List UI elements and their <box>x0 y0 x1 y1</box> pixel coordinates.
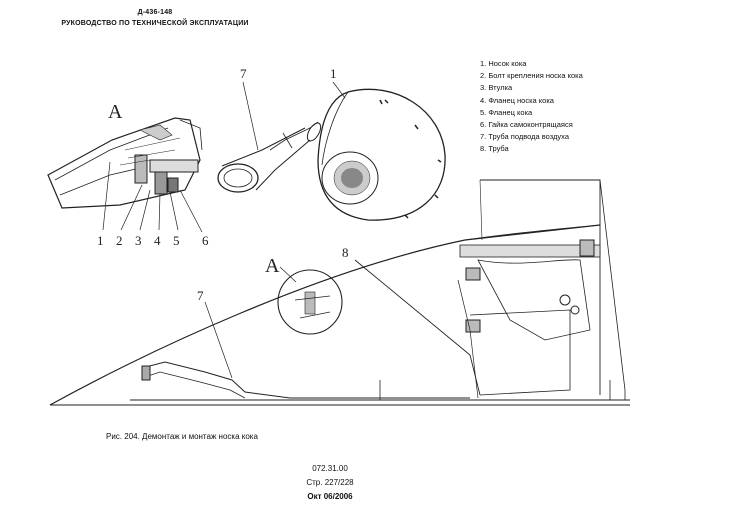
detail-number-4: 4 <box>154 233 161 248</box>
detail-view-a: A 1 2 3 4 5 6 <box>47 101 209 248</box>
document-code: Д-436-148 <box>137 9 173 16</box>
spinner-nose-part: 1 <box>317 66 446 221</box>
detail-number-1: 1 <box>97 233 104 248</box>
main-assembly-view: A 7 8 <box>49 179 630 406</box>
footer-date: Окт 06/2006 <box>307 492 353 501</box>
legend-item: 3. Втулка <box>480 83 513 93</box>
footer-code: 072.31.00 <box>312 464 348 473</box>
main-part-7-label: 7 <box>197 288 204 303</box>
detail-number-3: 3 <box>135 233 142 248</box>
part-1-label: 1 <box>330 66 337 81</box>
legend-item: 7. Труба подвода воздуха <box>480 132 570 142</box>
footer-page: Стр. 227/228 <box>306 478 354 487</box>
parts-legend: 1. Носок кока 2. Болт крепления носка ко… <box>480 58 583 156</box>
legend-item: 5. Фланец кока <box>480 107 533 117</box>
air-tube-part: 7 <box>217 66 322 193</box>
legend-item: 4. Фланец носка кока <box>480 95 554 105</box>
part-7-label: 7 <box>240 66 247 81</box>
detail-number-2: 2 <box>116 233 123 248</box>
legend-item: 1. Носок кока <box>480 59 527 68</box>
main-part-8-label: 8 <box>342 245 349 260</box>
document-title: РУКОВОДСТВО ПО ТЕХНИЧЕСКОЙ ЭКСПЛУАТАЦИИ <box>61 20 249 27</box>
detail-number-6: 6 <box>202 233 209 248</box>
figure-caption: Рис. 204. Демонтаж и монтаж носка кока <box>106 432 258 441</box>
legend-item: 6. Гайка самоконтрящаяся <box>480 120 573 130</box>
detail-number-5: 5 <box>173 233 180 248</box>
legend-item: 2. Болт крепления носка кока <box>480 71 583 81</box>
legend-item: 8. Труба <box>480 144 509 154</box>
detail-label-a: A <box>108 101 123 123</box>
detail-label-a-main: A <box>265 255 280 277</box>
